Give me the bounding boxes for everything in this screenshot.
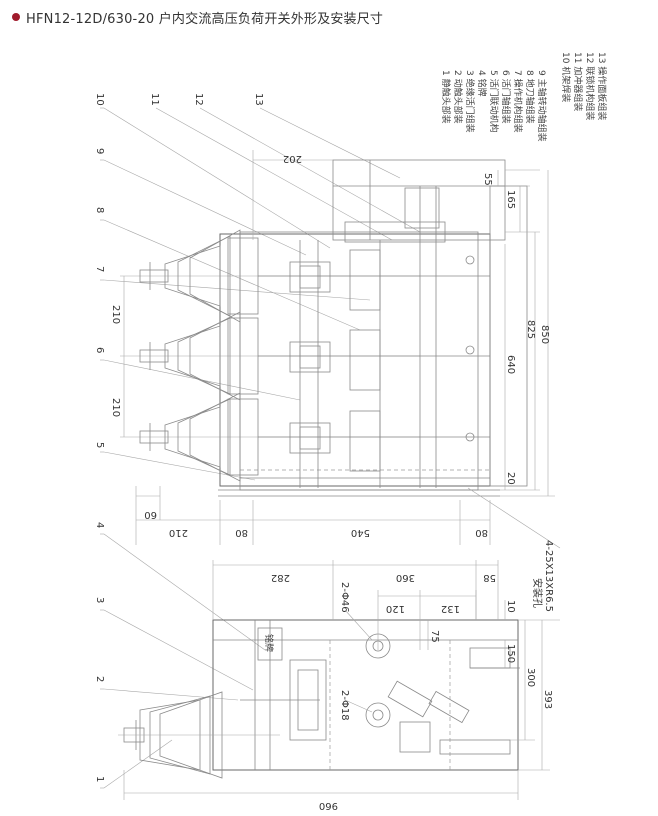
dim-202: 202 (283, 153, 302, 164)
callout-12: 12 (193, 93, 204, 106)
dim-825: 825 (525, 320, 536, 339)
nameplate-text: 铭牌 (263, 634, 275, 652)
dim-150: 150 (505, 644, 516, 663)
dim-850: 850 (539, 325, 550, 344)
legend-item-6: 6 活门轴组装 (500, 70, 512, 124)
legend-item-3: 3 绝缘活门组装 (464, 70, 476, 133)
legend-item-13: 13 操作面板组装 (596, 52, 608, 120)
dim-540: 540 (351, 527, 370, 538)
side-dimensions: 282 360 58 120 132 10 2-Φ46 75 2-Φ18 150… (123, 560, 560, 811)
dim-210-phase-b: 210 (110, 398, 121, 417)
dim-60: 60 (144, 509, 157, 520)
page-title: HFN12-12D/630-20 户内交流高压负荷开关外形及安装尺寸 (26, 12, 384, 27)
callout-4: 4 (94, 522, 105, 528)
dim-120: 120 (386, 603, 405, 614)
legend-item-4: 4 铭牌 (476, 70, 488, 97)
dim-210-phase-a: 210 (110, 305, 121, 324)
plan-view (120, 159, 528, 497)
callout-7: 7 (94, 266, 105, 272)
dim-20: 20 (505, 472, 516, 485)
mount-hole-spec: 4-25X13XR6.5 (543, 540, 554, 612)
callout-1: 1 (94, 776, 105, 782)
dim-phi18: 2-Φ18 (339, 690, 350, 721)
callout-13: 13 (253, 93, 264, 106)
dim-300: 300 (525, 668, 536, 687)
callout-2: 2 (94, 676, 105, 682)
phase-3 (120, 392, 490, 482)
legend-item-8: 8 地刀轴组装 (524, 70, 536, 124)
dim-165: 165 (505, 190, 516, 209)
dim-80-right: 80 (475, 527, 488, 538)
legend-item-12: 12 联锁机构组装 (584, 52, 596, 120)
dim-132: 132 (441, 603, 460, 614)
legend-item-10: 10 机架焊装 (560, 52, 572, 102)
legend-item-9: 9 主轴转动轴组装 (536, 70, 548, 142)
legend-item-11: 11 加冲器组装 (572, 52, 584, 111)
phase-1 (120, 229, 490, 323)
legend-item-7: 7 操作机构组装 (512, 70, 524, 133)
callout-9: 9 (94, 148, 105, 154)
side-view: 铭牌 (118, 619, 520, 779)
callout-3: 3 (94, 597, 105, 603)
dim-360: 360 (396, 572, 415, 583)
dim-640: 640 (505, 355, 516, 374)
dim-80-left: 80 (235, 527, 248, 538)
legend-item-1: 1 静触头部装 (440, 70, 452, 124)
dim-960: 960 (319, 800, 338, 811)
title-bullet (12, 13, 20, 21)
dim-phi46: 2-Φ46 (339, 582, 350, 613)
dim-393: 393 (542, 690, 553, 709)
callout-6: 6 (94, 347, 105, 353)
dim-55: 55 (482, 173, 493, 186)
dim-210-bottom: 210 (169, 527, 188, 538)
dim-282: 282 (271, 572, 290, 583)
callout-numbers: 10 11 12 13 9 8 7 6 5 4 3 2 1 (94, 93, 264, 782)
parts-legend: 1 静触头部装 2 动触头部装 3 绝缘活门组装 4 铭牌 5 活门联动机构 6… (440, 52, 608, 142)
callout-11: 11 (149, 93, 160, 106)
callout-5: 5 (94, 442, 105, 448)
dim-10: 10 (505, 600, 516, 613)
phase-2 (120, 311, 490, 401)
plan-dimensions: 202 55 165 825 850 640 20 210 210 60 (110, 150, 561, 549)
header: HFN12-12D/630-20 户内交流高压负荷开关外形及安装尺寸 (0, 0, 658, 36)
mount-hole-label: 安装孔 (531, 578, 544, 608)
dim-58: 58 (483, 572, 496, 583)
legend-item-2: 2 动触头部装 (452, 70, 464, 124)
dim-75: 75 (429, 630, 440, 643)
callout-10: 10 (94, 93, 105, 106)
callout-8: 8 (94, 207, 105, 213)
legend-item-5: 5 活门联动机构 (488, 70, 500, 133)
callout-leaders (100, 107, 421, 789)
